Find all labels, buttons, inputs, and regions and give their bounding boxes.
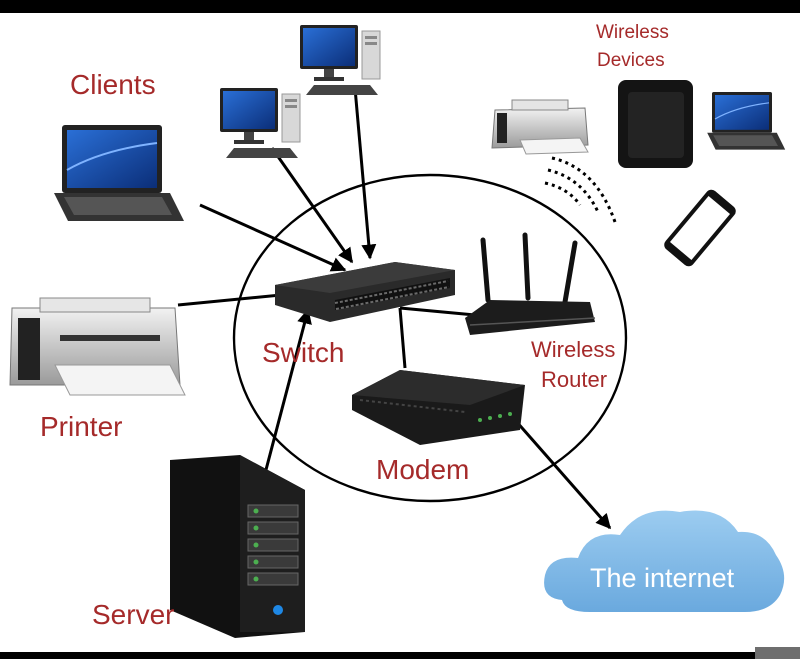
- modem-icon: [352, 370, 525, 445]
- printer-label: Printer: [40, 411, 123, 442]
- internet-label: The internet: [590, 563, 735, 593]
- wireless-router-icon: [465, 232, 596, 335]
- server-label: Server: [92, 599, 175, 630]
- cloud-icon: [544, 510, 785, 612]
- switch-label: Switch: [262, 337, 345, 368]
- line-switch-to-modem: [398, 307, 407, 369]
- smartphone-icon: [664, 189, 736, 267]
- server-tower-icon: [170, 455, 305, 638]
- line-switch-to-router: [399, 306, 476, 317]
- wireless-speaker-icon: [618, 80, 693, 168]
- bottom-bar: [755, 647, 800, 659]
- wireless-devices-label-line2: Devices: [597, 50, 665, 71]
- arrow-laptop-to-switch: [199, 203, 347, 272]
- printer-icon: [9, 297, 186, 396]
- wireless-router-label-line2: Router: [541, 367, 608, 392]
- wireless-devices-label-line1: Wireless: [596, 22, 669, 43]
- wireless-router-label-line1: Wireless: [531, 337, 616, 362]
- arrow-modem-to-internet: [506, 411, 612, 530]
- clients-label: Clients: [70, 69, 156, 100]
- network-switch-icon: [275, 262, 455, 322]
- modem-label: Modem: [376, 454, 470, 485]
- wireless-printer-icon: [491, 99, 589, 155]
- arrow-server-to-switch: [258, 308, 312, 487]
- wifi-signal-icon: [544, 156, 617, 223]
- arrow-desktop2-to-switch: [353, 87, 377, 260]
- arrow-desktop1-to-switch: [270, 147, 354, 264]
- local-network-boundary: [232, 173, 628, 503]
